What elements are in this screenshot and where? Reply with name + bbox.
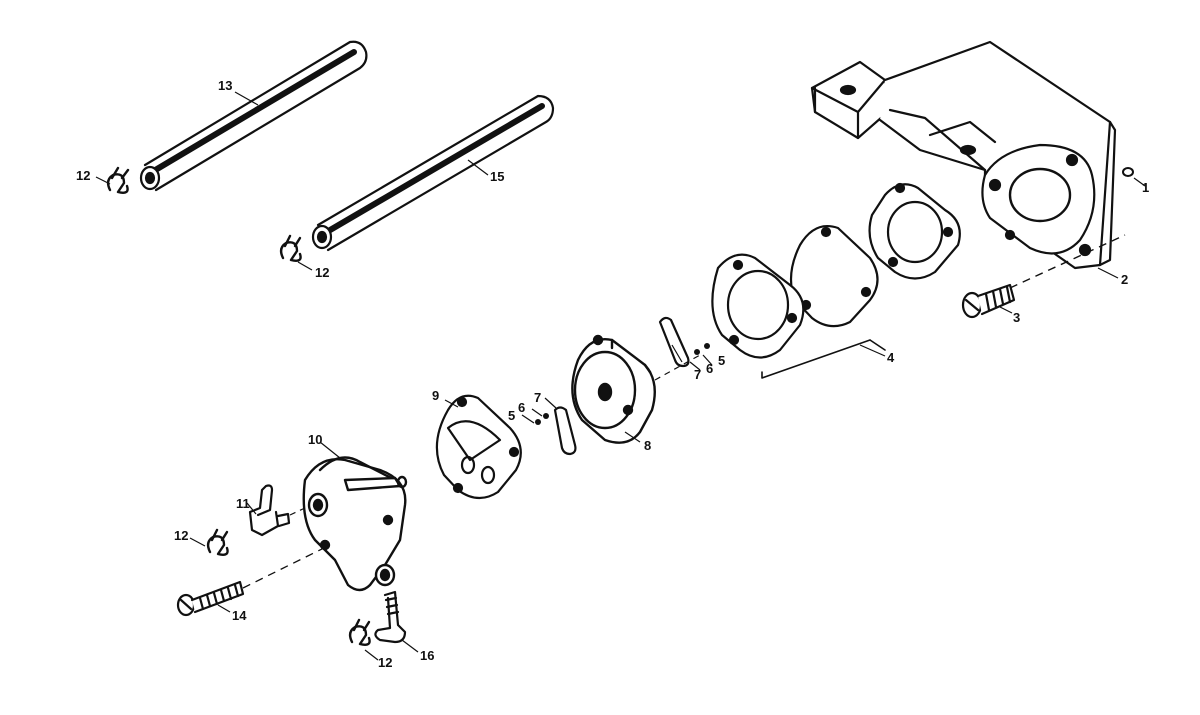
callout-7-left: 7: [534, 390, 541, 405]
fitting-axis-line: [289, 507, 306, 516]
cover-screw-axis-line: [242, 544, 331, 589]
pump-cover: [302, 456, 408, 592]
hose-clamp-d: [348, 618, 371, 646]
leader-lines: [95, 91, 1146, 661]
callout-7-right: 7: [694, 367, 701, 382]
valve-axis-line: [584, 354, 701, 411]
pump-body: [571, 334, 656, 444]
hose-clamp-b: [279, 234, 302, 262]
fuel-tube-13: [139, 40, 368, 192]
fuel-tube-15: [311, 94, 555, 252]
mounting-bracket: [810, 40, 1117, 270]
gasket-c: [711, 253, 805, 359]
gasket-a: [868, 182, 961, 280]
callout-5-right: 5: [718, 353, 725, 368]
elbow-fitting-11: [248, 484, 291, 537]
callout-12-d: 12: [378, 655, 392, 670]
hose-clamp-a: [106, 166, 130, 194]
valve-link-upper: [658, 316, 690, 368]
mounting-screw: [961, 283, 1016, 319]
callout-15: 15: [490, 169, 504, 184]
callout-11: 11: [236, 496, 250, 511]
callout-5-left: 5: [508, 408, 515, 423]
cover-screw: [176, 580, 245, 617]
callout-6-right: 6: [706, 361, 713, 376]
callout-3: 3: [1013, 310, 1020, 325]
callout-9: 9: [432, 388, 439, 403]
callout-16: 16: [420, 648, 434, 663]
callout-1: 1: [1142, 180, 1149, 195]
screw-axis-line: [1009, 234, 1126, 289]
callout-4: 4: [887, 350, 895, 365]
gasket-group-bracket: [761, 339, 886, 379]
hose-clamp-c: [206, 528, 229, 556]
small-washers: [535, 343, 710, 425]
callout-2: 2: [1121, 272, 1128, 287]
callout-10: 10: [308, 432, 322, 447]
elbow-fitting-16: [374, 590, 407, 644]
callout-8: 8: [644, 438, 651, 453]
callout-12-a: 12: [76, 168, 90, 183]
callout-12-c: 12: [174, 528, 188, 543]
valve-link-lower: [553, 406, 577, 456]
callout-13: 13: [218, 78, 232, 93]
bracket-screw-hole: [1122, 167, 1134, 177]
callout-12-b: 12: [315, 265, 329, 280]
callout-14: 14: [232, 608, 247, 623]
diaphragm-gasket: [435, 394, 522, 500]
callout-6-left: 6: [518, 400, 525, 415]
